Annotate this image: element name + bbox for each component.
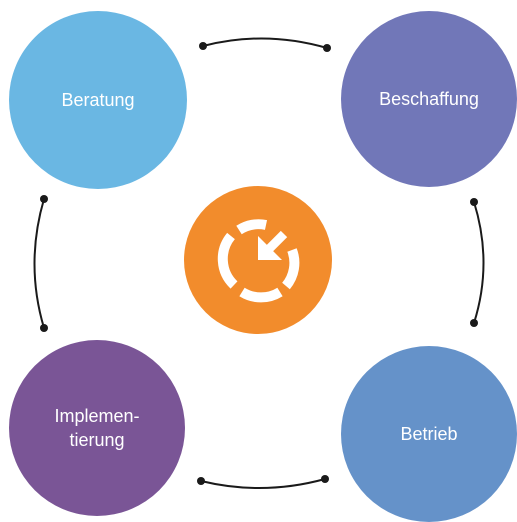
connector-left — [33, 198, 45, 329]
connector-bottom-end-dot — [197, 477, 205, 485]
ring-segment-top — [236, 219, 268, 235]
connector-right — [473, 201, 485, 324]
node-betrieb: Betrieb — [341, 346, 517, 522]
node-beratung-label: Beratung — [61, 90, 135, 110]
ring-segment-left — [217, 232, 238, 289]
node-implementierung: Implemen- tierung — [9, 340, 185, 516]
connector-top — [202, 37, 328, 49]
ring-segment-right — [281, 248, 300, 290]
connector-top-end-dot — [323, 44, 331, 52]
node-beschaffung-label: Beschaffung — [379, 89, 479, 109]
connector-bottom-start-dot — [321, 475, 329, 483]
node-betrieb-label: Betrieb — [400, 424, 458, 444]
node-implementierung-label-line2: tierung — [69, 430, 125, 450]
connector-left-end-dot — [40, 195, 48, 203]
node-beratung: Beratung — [9, 11, 187, 189]
arrow-glyph — [258, 230, 288, 260]
connector-bottom — [200, 478, 326, 489]
connector-right-end-dot — [470, 319, 478, 327]
node-implementierung-label: Implemen- tierung — [54, 404, 139, 452]
connector-top-start-dot — [199, 42, 207, 50]
node-implementierung-label-line1: Implemen- — [54, 406, 140, 426]
connector-right-start-dot — [470, 198, 478, 206]
ring-segment-bottom — [239, 287, 283, 303]
node-beschaffung: Beschaffung — [341, 11, 517, 187]
connector-left-start-dot — [40, 324, 48, 332]
refresh-cycle-icon — [184, 186, 332, 334]
